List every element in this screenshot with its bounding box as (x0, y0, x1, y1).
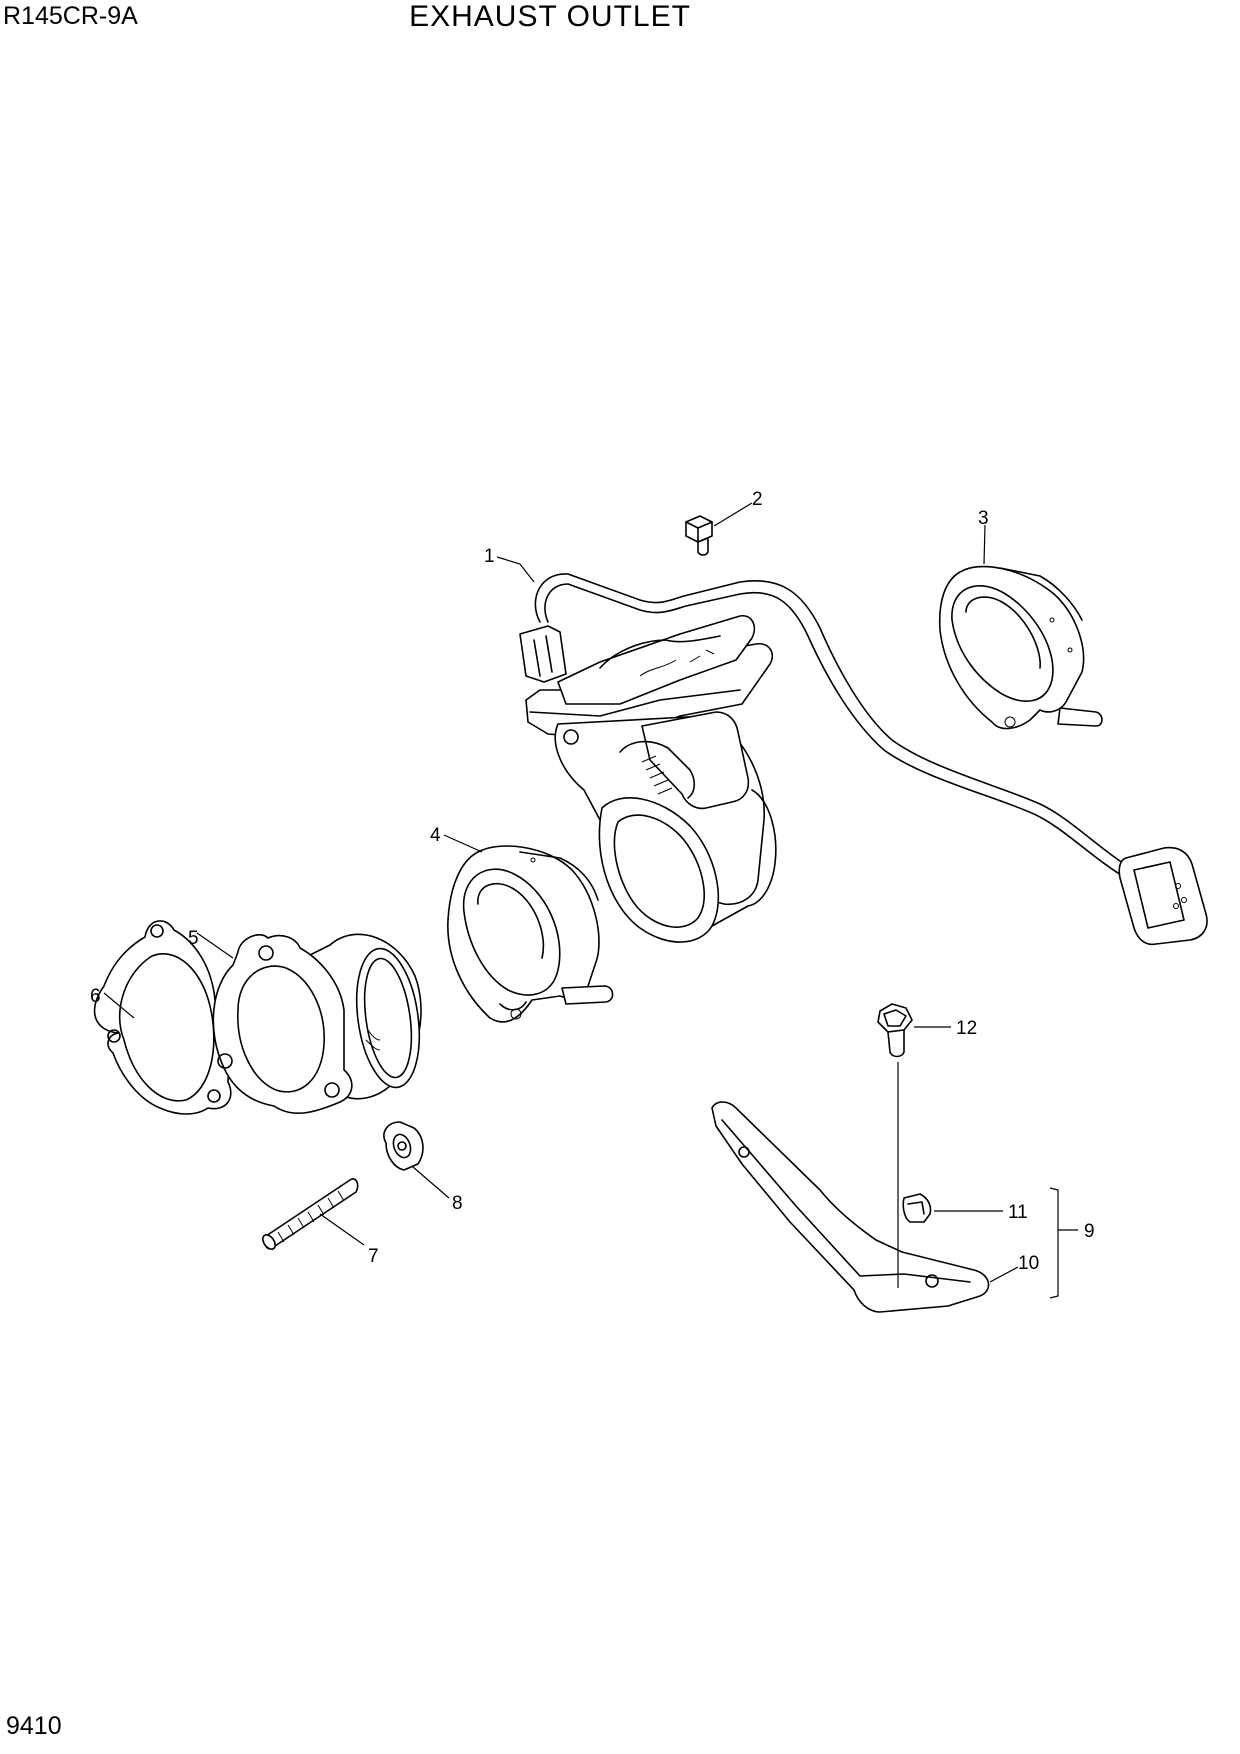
part-5-outlet-flange (212, 933, 422, 1115)
callout-3: 3 (978, 508, 989, 529)
callout-8: 8 (452, 1193, 463, 1214)
callout-2: 2 (752, 489, 763, 510)
leader-3 (983, 524, 986, 565)
part-4-clamp (447, 845, 614, 1023)
page-title-text: EXHAUST OUTLET (409, 0, 691, 33)
part-3-clamp (938, 565, 1103, 730)
callout-12: 12 (956, 1018, 977, 1039)
leader-4 (443, 834, 483, 853)
callout-labels: 1 2 3 4 5 6 7 8 9 10 11 12 (90, 489, 1095, 1274)
callout-7: 7 (368, 1246, 379, 1267)
part-7-stud (262, 1178, 359, 1250)
callout-1: 1 (484, 546, 495, 567)
leader-5 (196, 932, 234, 959)
callout-6: 6 (90, 986, 101, 1007)
leader-lines (103, 502, 1078, 1299)
callout-5: 5 (188, 928, 199, 949)
part-12-bolt (877, 1003, 913, 1058)
leader-8 (412, 1166, 450, 1199)
leader-1 (496, 556, 535, 583)
part-6-gasket (93, 920, 232, 1115)
callout-11: 11 (1008, 1202, 1028, 1223)
leader-6 (103, 992, 135, 1019)
model-code: R145CR-9A (3, 2, 138, 30)
leader-2 (713, 502, 753, 527)
leader-10 (989, 1266, 1019, 1283)
part-10-bracket (711, 1101, 990, 1313)
part-8-nut (383, 1121, 424, 1171)
leader-7 (319, 1213, 365, 1246)
page-number: 9410 (6, 1712, 62, 1740)
part-11-clip-nut (902, 1193, 932, 1223)
callout-9: 9 (1084, 1221, 1095, 1242)
callout-10: 10 (1018, 1253, 1039, 1274)
page-title: EXHAUST OUTLET (0, 0, 1240, 34)
callout-4: 4 (430, 825, 441, 846)
bracket-9 (1049, 1187, 1078, 1299)
part-1-exhaust-flap-valve (519, 573, 1208, 946)
part-2-screw (685, 515, 713, 556)
